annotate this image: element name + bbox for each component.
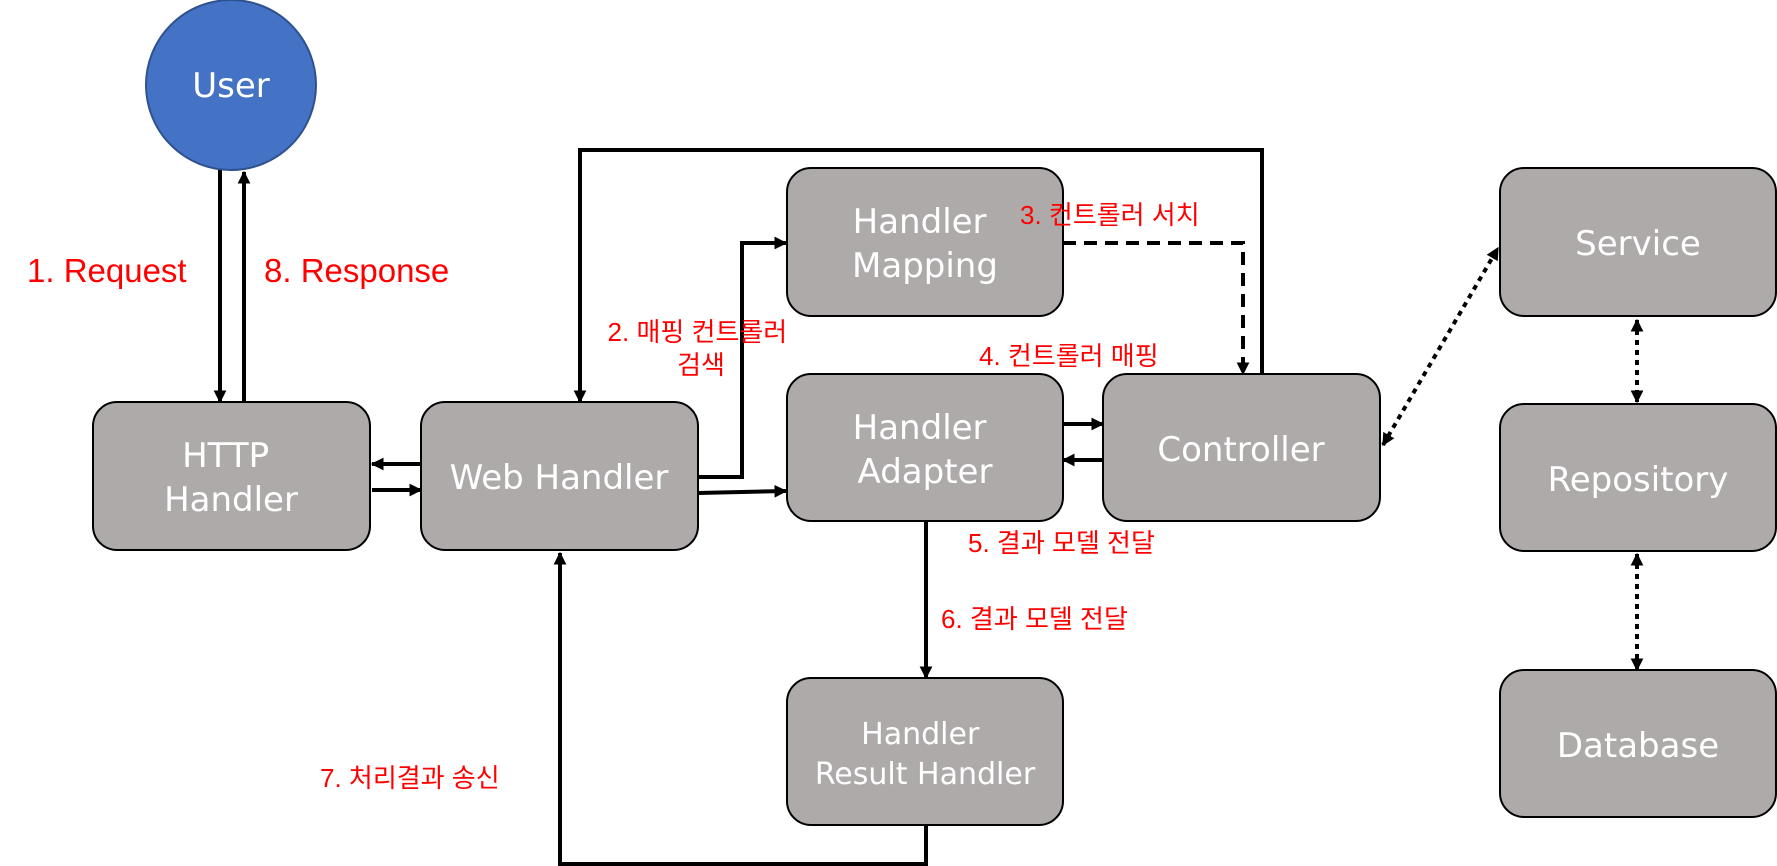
step2-label: 2. 매핑 컨트롤러 검색 — [608, 317, 795, 380]
step5-label: 5. 결과 모델 전달 — [968, 528, 1155, 558]
http-handler-label: HTTP Handler — [164, 436, 298, 520]
web-handler-label: Web Handler — [450, 458, 669, 498]
web-handler-node — [420, 401, 699, 551]
request-label: 1. Request — [27, 252, 187, 289]
web-to-adapter-arrow — [697, 484, 788, 498]
handler-mapping-label: Handler Mapping — [852, 202, 998, 286]
repository-node — [1499, 403, 1777, 552]
handler-adapter-line-1: Handler — [853, 408, 987, 448]
handler-result-handler-line-1: Handler — [861, 717, 980, 752]
handler-result-handler-line-2: Result Handler — [815, 757, 1036, 792]
mapping-to-controller-arrow — [1063, 241, 1250, 376]
handler-mapping-line-1: Handler — [853, 202, 987, 242]
step6-label: 6. 결과 모델 전달 — [941, 604, 1128, 634]
http-handler-node — [92, 401, 371, 551]
http-handler-line-2: Handler — [164, 480, 298, 520]
response-label: 8. Response — [264, 252, 449, 289]
result-to-web-loop — [553, 551, 928, 866]
web-to-mapping-arrow — [698, 236, 788, 479]
controller-to-web-loop — [573, 148, 1264, 404]
handler-result-handler-node — [786, 677, 1064, 826]
handler-mapping-line-2: Mapping — [852, 246, 998, 286]
step2-line-1: 2. 매핑 컨트롤러 — [608, 317, 788, 347]
database-label: Database — [1557, 726, 1719, 766]
handler-adapter-node — [786, 373, 1064, 522]
step7-label: 7. 처리결과 송신 — [320, 763, 500, 793]
step3-label: 3. 컨트롤러 서치 — [1020, 200, 1200, 230]
controller-label: Controller — [1157, 430, 1324, 470]
service-node — [1499, 167, 1777, 317]
user-label: User — [192, 66, 270, 106]
step4-label: 4. 컨트롤러 매핑 — [979, 341, 1159, 371]
handler-adapter-line-2: Adapter — [858, 452, 993, 492]
service-label: Service — [1575, 224, 1701, 264]
repository-label: Repository — [1548, 460, 1729, 500]
step2-line-2: 검색 — [677, 350, 725, 380]
http-handler-line-1: HTTP — [182, 436, 269, 476]
controller-node — [1102, 373, 1381, 522]
handler-result-handler-label: Handler Result Handler — [815, 717, 1036, 792]
handler-adapter-label: Handler Adapter — [853, 408, 998, 492]
handler-mapping-node — [786, 167, 1064, 317]
user-node — [145, 0, 317, 171]
database-node — [1499, 669, 1777, 818]
controller-service-arrow — [1381, 246, 1500, 447]
